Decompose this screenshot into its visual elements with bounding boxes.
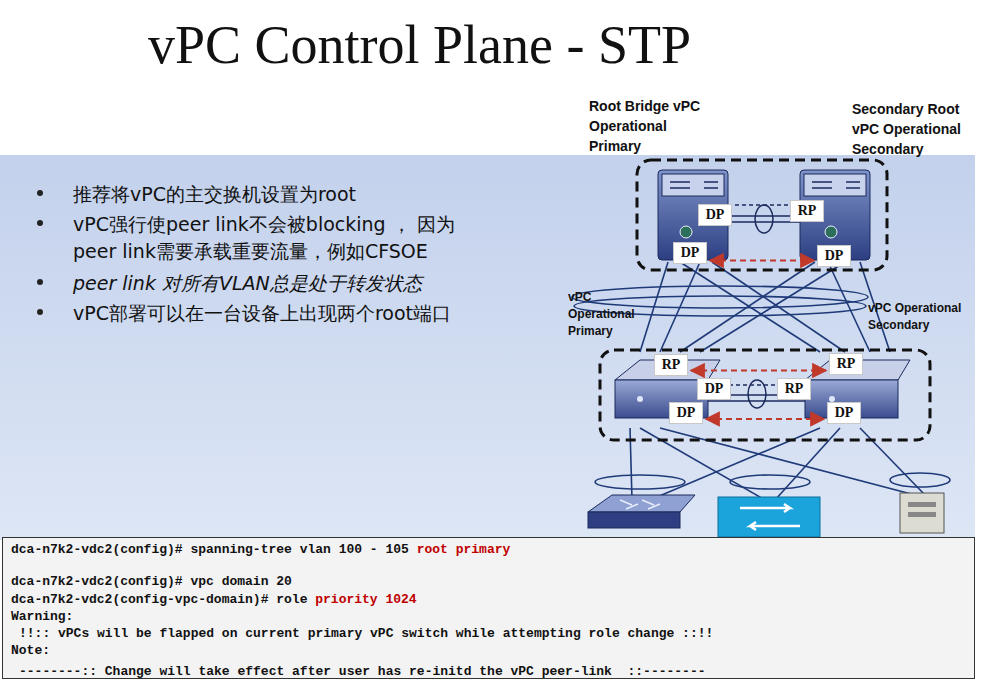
vpc-domain-outline bbox=[637, 160, 887, 270]
highlight-keyword: root primary bbox=[417, 542, 511, 557]
code-text: !!:: vPCs will be flapped on current pri… bbox=[19, 626, 713, 641]
code-text: dca-n7k2-vdc2(config)# spanning-tree vla… bbox=[11, 542, 409, 557]
bullet-text: 推荐将vPC的主交换机设置为root bbox=[73, 181, 513, 207]
code-text: dca-n7k2-vdc2(config)# vpc domain 20 bbox=[11, 574, 292, 589]
port-role: RP bbox=[662, 357, 681, 372]
sync-arrow bbox=[710, 259, 814, 261]
code-text: --------:: Change will take effect after… bbox=[19, 664, 706, 679]
role-label: vPC Operational Primary bbox=[568, 289, 648, 340]
sync-arrow bbox=[691, 369, 826, 371]
core-switch bbox=[658, 170, 728, 260]
server bbox=[900, 493, 944, 533]
port-role: RP bbox=[837, 356, 856, 371]
port-role: DP bbox=[706, 207, 725, 222]
port-label: DP bbox=[827, 402, 861, 424]
role-label: Root Bridge vPC Operational Primary bbox=[589, 96, 709, 156]
bullet-text: vPC强行使peer link不会被blocking ， 因为 peer lin… bbox=[73, 211, 493, 265]
code-text: dca-n7k2-vdc2(config-vpc-domain)# role bbox=[11, 592, 307, 607]
code-box: dca-n7k2-vdc2(config)# spanning-tree vla… bbox=[2, 537, 975, 679]
port-label: RP bbox=[829, 353, 863, 375]
code-text: Note: bbox=[11, 643, 50, 658]
sync-arrow bbox=[706, 418, 824, 420]
title: vPC Control Plane - STP bbox=[148, 14, 691, 76]
port-role: DP bbox=[677, 405, 696, 420]
port-label: DP bbox=[698, 204, 732, 226]
port-label: RP bbox=[654, 354, 688, 376]
port-label: DP bbox=[669, 402, 703, 424]
end-switch bbox=[588, 495, 695, 528]
port-label: DP bbox=[817, 245, 851, 267]
port-label: RP bbox=[777, 378, 811, 400]
port-role: DP bbox=[681, 245, 700, 260]
highlight-keyword: priority 1024 bbox=[315, 592, 416, 607]
bullet-dots bbox=[37, 190, 43, 315]
port-role: RP bbox=[798, 203, 817, 218]
blue-panel bbox=[0, 155, 975, 540]
bullet-text: vPC部署可以在一台设备上出现两个root端口 bbox=[73, 300, 533, 326]
port-role: RP bbox=[785, 381, 804, 396]
port-role: DP bbox=[835, 405, 854, 420]
port-label: RP bbox=[790, 200, 824, 222]
port-role: DP bbox=[705, 381, 724, 396]
port-role: DP bbox=[825, 248, 844, 263]
end-switch bbox=[718, 497, 820, 537]
port-label: DP bbox=[697, 378, 731, 400]
code-text: Warning: bbox=[11, 609, 73, 624]
bullet-text: peer link 对所有VLAN总是处于转发状态 bbox=[73, 270, 533, 296]
vpc-domain-outline bbox=[600, 350, 930, 440]
port-label: DP bbox=[673, 242, 707, 264]
role-label: vPC Operational Secondary bbox=[868, 300, 972, 334]
role-label: Secondary Root vPC Operational Secondary bbox=[852, 99, 972, 159]
